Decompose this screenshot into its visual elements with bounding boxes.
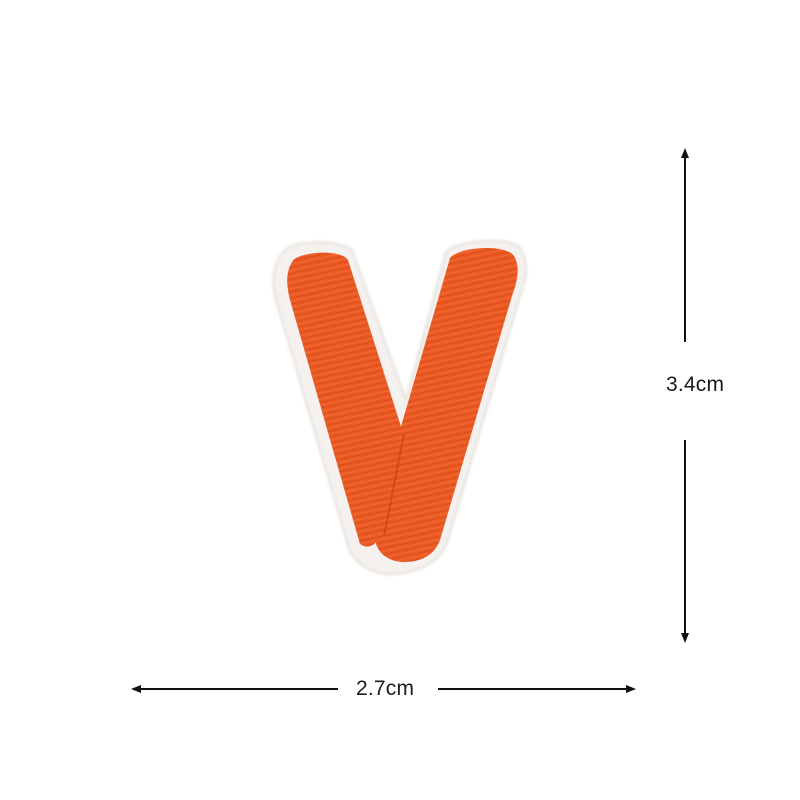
- height-arrow-head-top: [681, 148, 689, 158]
- letter-v-patch: [272, 239, 527, 576]
- letter-v-right-stroke: [376, 247, 518, 562]
- letter-v-seam: [383, 433, 405, 537]
- width-dimension-arrow: [131, 685, 636, 693]
- width-label: 2.7cm: [356, 677, 415, 701]
- height-dimension-arrow: [681, 148, 689, 643]
- letter-v-left-stroke: [287, 252, 404, 547]
- width-arrow-head-left: [131, 685, 141, 693]
- height-label: 3.4cm: [666, 373, 725, 397]
- height-arrow-head-bottom: [681, 633, 689, 643]
- width-arrow-head-right: [626, 685, 636, 693]
